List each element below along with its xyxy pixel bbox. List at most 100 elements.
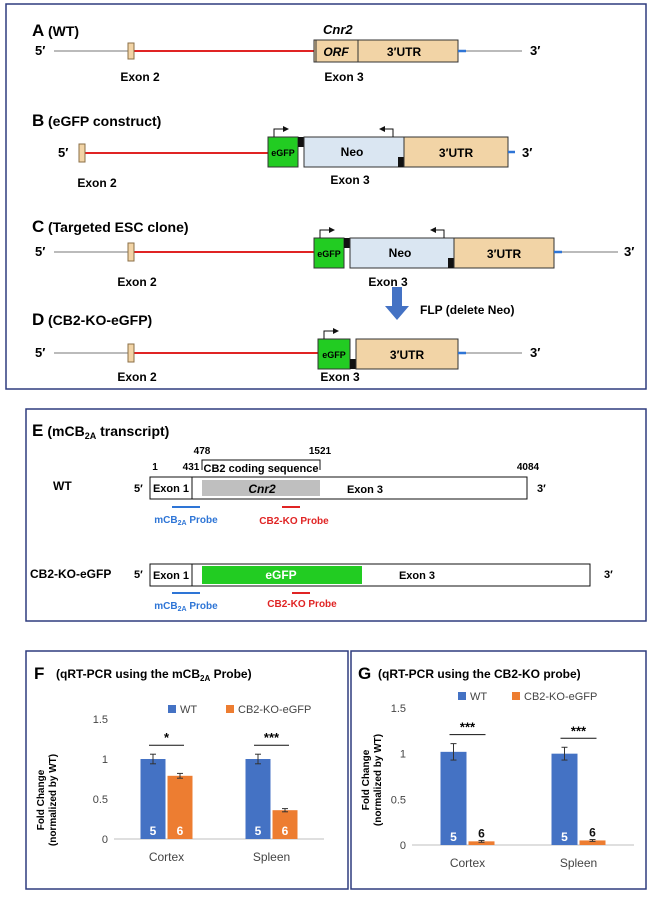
chart-g-significance-label: *** xyxy=(460,720,476,735)
panel-a-letter: A xyxy=(32,21,44,40)
panel-g-frame xyxy=(350,650,647,890)
panel-d-exon2-label: Exon 2 xyxy=(117,370,157,384)
panel-d-three-prime: 3′ xyxy=(530,345,540,360)
chart-f-significance-label: * xyxy=(164,730,170,745)
panel-e-letter: E xyxy=(32,421,43,440)
chart-g-n-label: 5 xyxy=(450,830,457,844)
panel-b-title: (eGFP construct) xyxy=(48,113,161,129)
panel-b-neo-label: Neo xyxy=(341,145,364,159)
panel-c: C (Targeted ESC clone) 5′ eGFP Neo 3′UTR… xyxy=(32,217,634,320)
panel-c-exon2 xyxy=(127,242,135,262)
panel-f-title: (qRT-PCR using the mCB2A Probe) xyxy=(56,667,252,683)
panel-c-promoter-arrow-left xyxy=(430,227,445,238)
panel-g-ylabel-line1: Fold Change xyxy=(361,749,372,810)
chart-g-bar xyxy=(468,841,495,845)
chart-g-ytick-label: 0.5 xyxy=(391,794,406,806)
panel-c-neo-box xyxy=(349,237,455,269)
panel-e-ko-exon1: Exon 1 xyxy=(153,570,189,582)
chart-f-ytick-label: 1 xyxy=(102,754,108,766)
panel-c-exon3-label: Exon 3 xyxy=(368,275,408,289)
chart-f-category-label: Spleen xyxy=(253,850,290,864)
panel-d: D (CB2-KO-eGFP) 5′ eGFP 3′UTR 3′ Exon 2 … xyxy=(32,310,540,384)
panel-b-letter: B xyxy=(32,111,44,130)
chart-g-legend-label: CB2-KO-eGFP xyxy=(524,691,597,703)
panel-d-exon2 xyxy=(127,343,135,363)
panel-d-egfp-label: eGFP xyxy=(322,350,346,360)
panel-e-wt-label: WT xyxy=(53,479,72,493)
panel-e-ko-egfp xyxy=(202,566,362,584)
chart-f-bar xyxy=(272,810,298,839)
panel-e-coding-label: CB2 coding sequence xyxy=(204,463,319,475)
panel-e-wt-mcb-probe-label: mCB2A Probe xyxy=(154,515,218,527)
panel-a-exon3-label: Exon 3 xyxy=(324,70,364,84)
chart-f-ytick-label: 1.5 xyxy=(93,714,108,726)
panel-e: E(mCB2A transcript) CB2 coding sequence … xyxy=(30,421,613,613)
panel-e-pos-4084: 4084 xyxy=(517,462,540,473)
chart-g-n-label: 6 xyxy=(589,825,596,839)
panel-abcd-frame xyxy=(5,3,647,390)
panel-a-title: (WT) xyxy=(48,23,79,39)
panel-c-three-prime: 3′ xyxy=(624,244,634,259)
panel-e-pos-1: 1 xyxy=(152,462,158,473)
panel-b-promoter-arrow-right xyxy=(273,126,289,137)
panel-d-promoter-arrow-right xyxy=(323,328,339,339)
panel-e-title: E(mCB2A transcript) xyxy=(32,421,169,441)
panel-b-utr-label: 3′UTR xyxy=(439,146,474,160)
panel-d-utr-box xyxy=(355,338,459,370)
chart-f-legend-swatch xyxy=(168,705,176,713)
chart-f-significance-label: *** xyxy=(264,730,280,745)
panel-f-frame xyxy=(25,650,349,890)
chart-g-n-label: 6 xyxy=(478,826,485,840)
panel-a: A (WT) Cnr2 5′ ORF 3′UTR 3′ Exon 2 Exon … xyxy=(32,21,540,84)
chart-g-category-label: Cortex xyxy=(450,856,485,870)
panel-g: G (qRT-PCR using the CB2-KO probe) Fold … xyxy=(358,664,634,870)
chart-f-ytick-label: 0 xyxy=(102,834,108,846)
panel-e-pos-478: 478 xyxy=(194,446,211,457)
panel-b-egfp-box xyxy=(267,136,299,168)
panel-e-ko-label: CB2-KO-eGFP xyxy=(30,567,111,581)
panel-a-three-prime: 3′ xyxy=(530,43,540,58)
panel-f-ylabel-line1: Fold Change xyxy=(36,769,47,830)
chart-g-ytick-label: 0 xyxy=(400,840,406,852)
panel-b-exon3-label: Exon 3 xyxy=(330,173,370,187)
panel-b-egfp-label: eGFP xyxy=(271,148,295,158)
panel-g-ylabel-line2: (normalized by WT) xyxy=(373,734,384,826)
chart-g-bar xyxy=(579,840,606,845)
panel-e-wt-exon1: Exon 1 xyxy=(153,483,189,495)
panel-c-utr-label: 3′UTR xyxy=(487,247,522,261)
panel-a-exon2-label: Exon 2 xyxy=(120,70,160,84)
panel-c-neo-label: Neo xyxy=(389,246,412,260)
panel-e-wt-five-prime: 5′ xyxy=(134,483,143,495)
panel-c-title: (Targeted ESC clone) xyxy=(48,219,189,235)
panel-d-exon3-label: Exon 3 xyxy=(320,370,360,384)
chart-f-n-label: 6 xyxy=(282,824,289,838)
panel-g-title: (qRT-PCR using the CB2-KO probe) xyxy=(378,667,581,681)
panel-e-pos-1521: 1521 xyxy=(309,446,332,457)
panel-e-ko-mcb-probe-label: mCB2A Probe xyxy=(154,601,218,613)
panel-a-five-prime: 5′ xyxy=(35,43,45,58)
panel-e-frame xyxy=(25,408,647,622)
chart-f-bar xyxy=(245,759,271,839)
panel-c-exon2-label: Exon 2 xyxy=(117,275,157,289)
panel-d-title: (CB2-KO-eGFP) xyxy=(48,312,152,328)
panel-g-letter: G xyxy=(358,664,371,683)
panel-e-ko-three-prime: 3′ xyxy=(604,569,613,581)
panel-g-ylabel: Fold Change (normalized by WT) xyxy=(361,734,384,826)
chart-g-category-label: Spleen xyxy=(560,856,597,870)
panel-e-ko-egfp-label: eGFP xyxy=(265,568,296,582)
panel-f: F (qRT-PCR using the mCB2A Probe) Fold C… xyxy=(34,664,324,864)
panel-c-promoter-arrow-right xyxy=(319,227,335,238)
chart-f-n-label: 5 xyxy=(255,824,262,838)
chart-f-legend-swatch xyxy=(226,705,234,713)
chart-g-bar xyxy=(440,751,467,845)
panel-c-egfp-label: eGFP xyxy=(317,249,341,259)
panel-b-utr-box xyxy=(403,136,509,168)
chart-f-bar xyxy=(140,759,166,839)
panel-a-exon2 xyxy=(127,42,135,60)
panel-e-wt-coding xyxy=(202,480,320,496)
panel-a-utr-label: 3′UTR xyxy=(387,45,422,59)
panel-b-three-prime: 3′ xyxy=(522,145,532,160)
panel-b-exon2-label: Exon 2 xyxy=(77,176,117,190)
